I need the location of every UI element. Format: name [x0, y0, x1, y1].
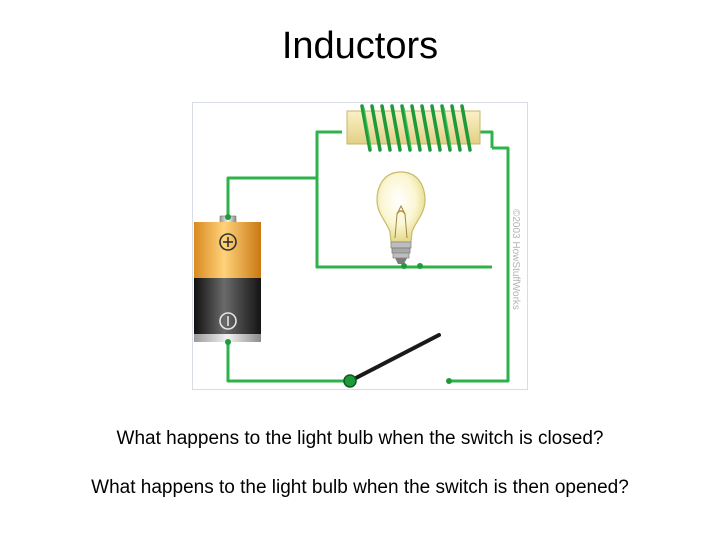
switch-icon: [343, 333, 452, 388]
question-switch-opened: What happens to the light bulb when the …: [91, 477, 629, 498]
circuit-wires: [226, 130, 510, 383]
question-switch-closed: What happens to the light bulb when the …: [116, 428, 604, 449]
inductor-coil-icon: [360, 104, 472, 152]
battery-icon: [194, 214, 261, 345]
light-bulb-icon: [376, 171, 426, 269]
copyright-text: ©2003 HowStuffWorks: [510, 209, 521, 310]
slide-title: Inductors: [281, 25, 439, 67]
inductor-circuit-diagram: ©2003 HowStuffWorks: [192, 102, 528, 390]
